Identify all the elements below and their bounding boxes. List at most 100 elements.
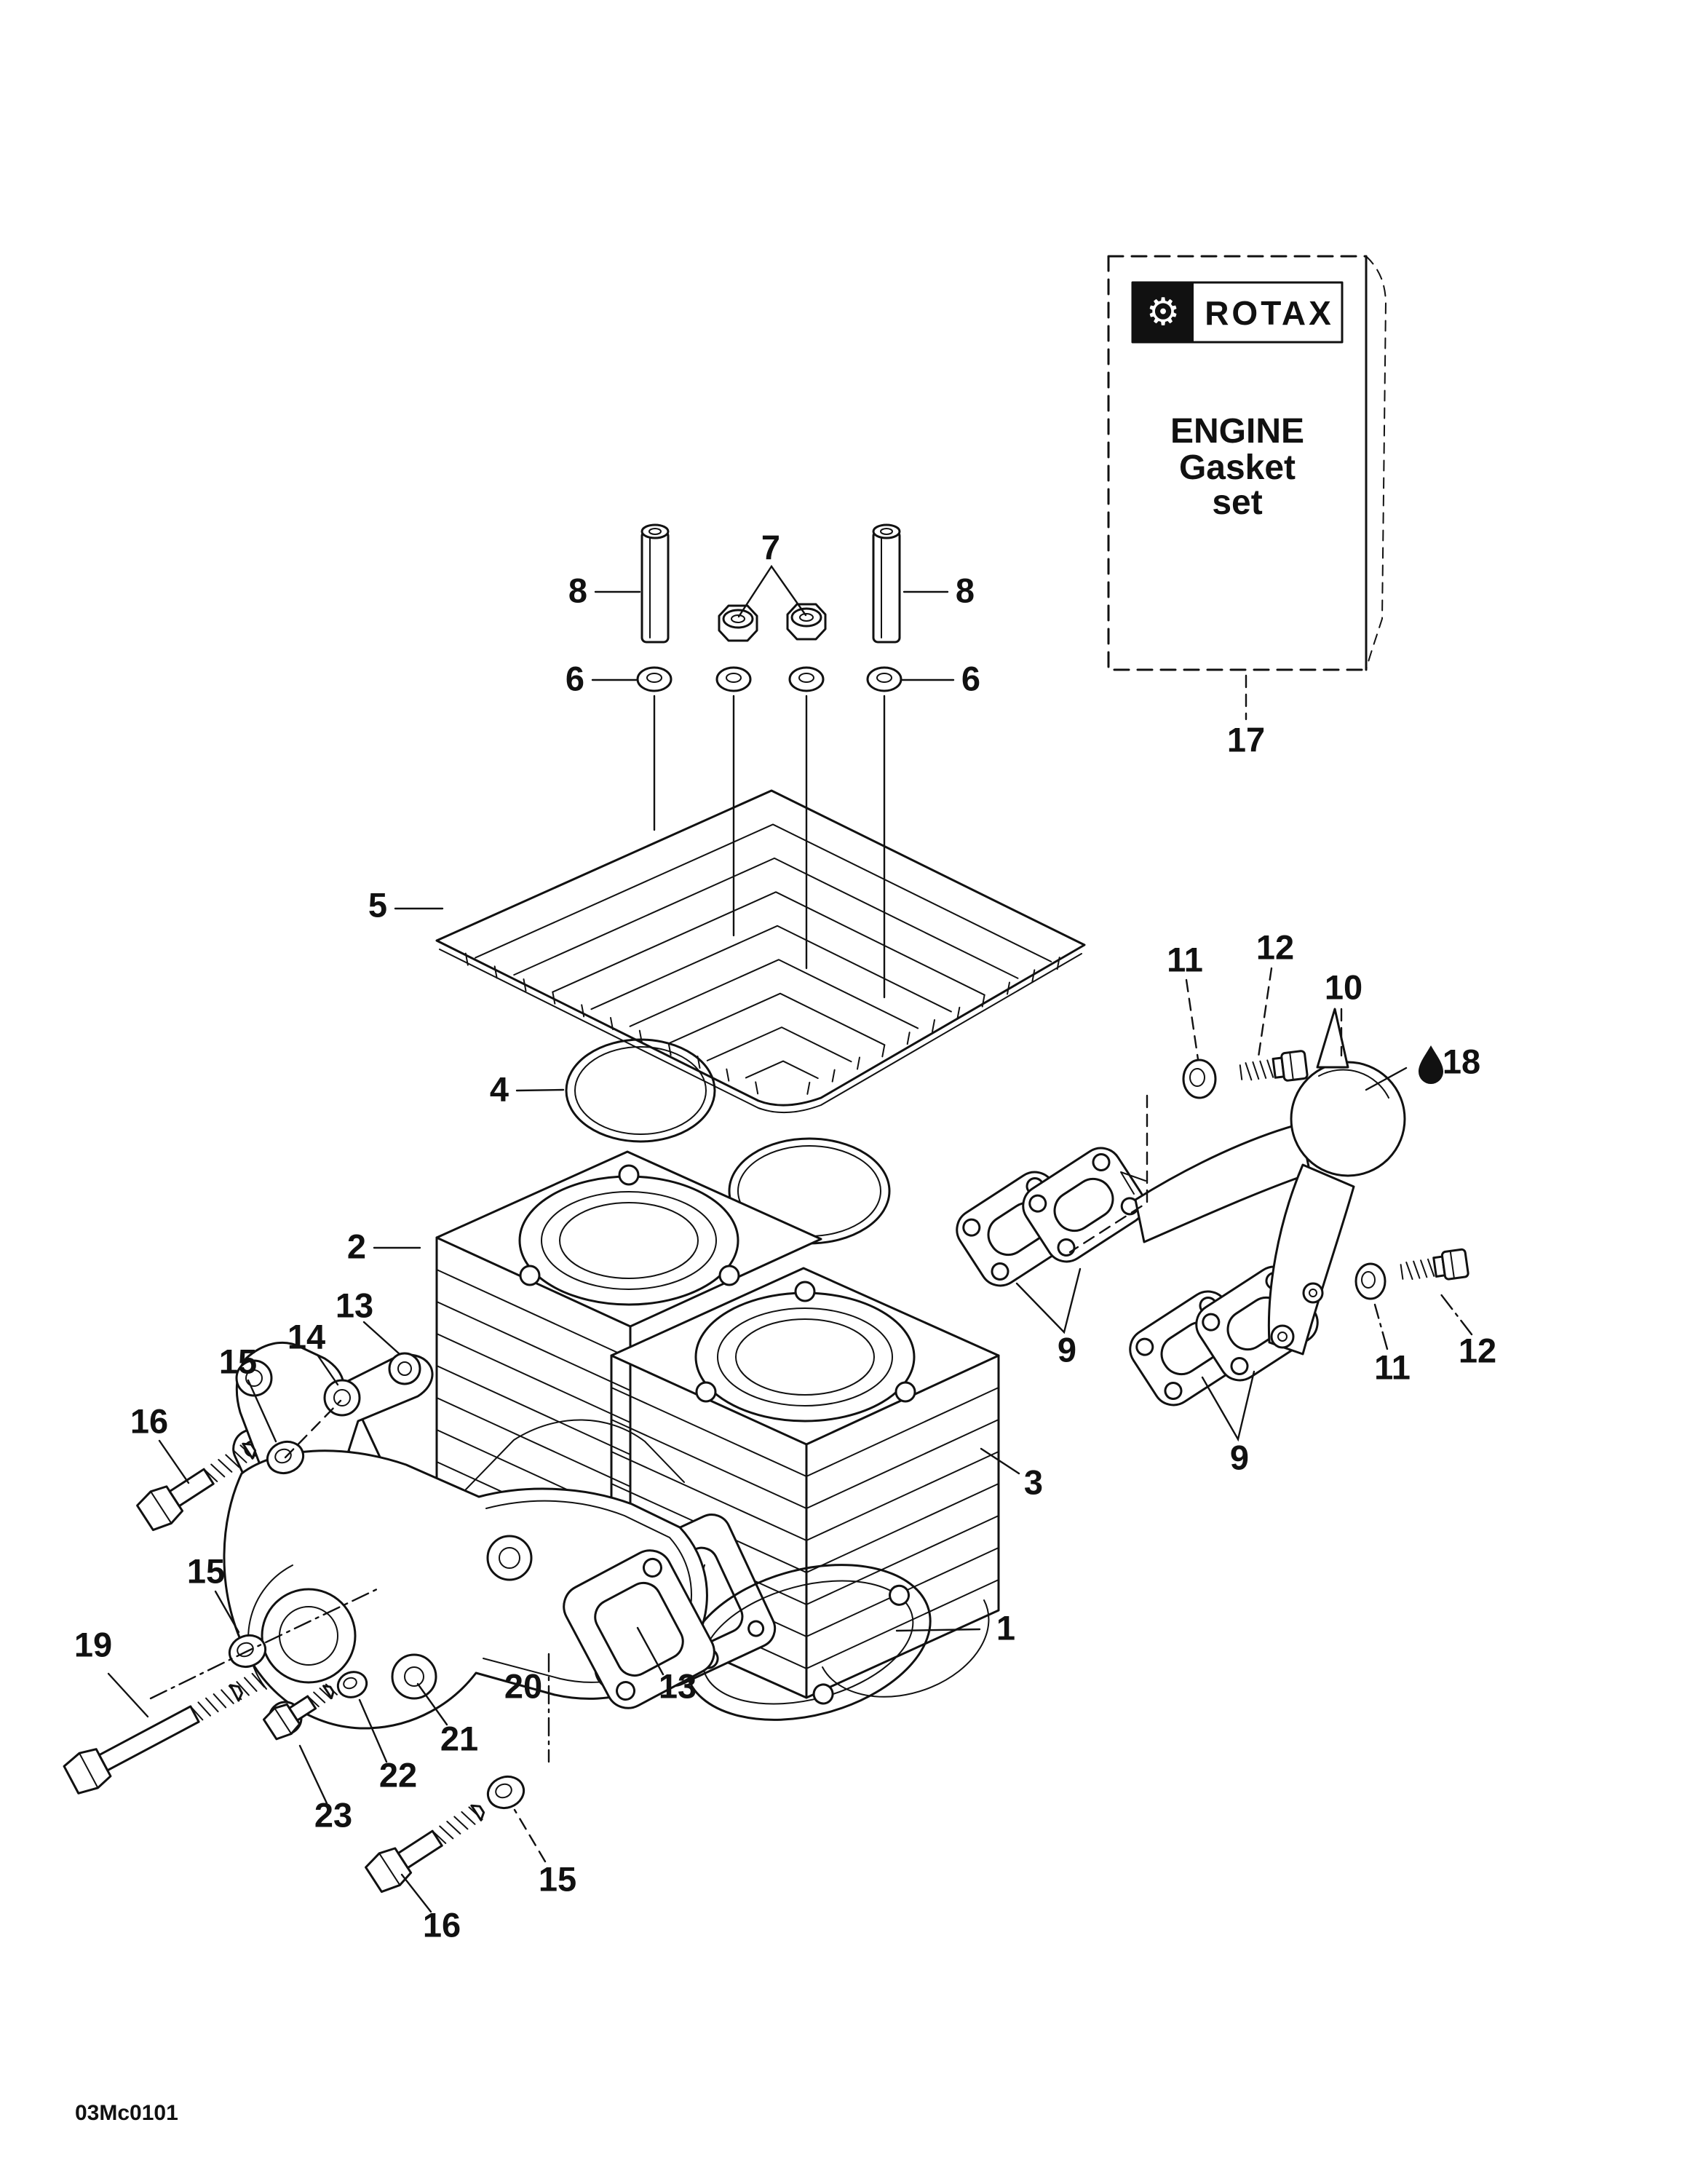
leader-line xyxy=(316,1353,339,1386)
callout-19: 19 xyxy=(74,1625,112,1663)
callout-9: 9 xyxy=(1058,1330,1076,1369)
callout-3: 3 xyxy=(1024,1463,1043,1501)
leader-line xyxy=(416,1682,448,1726)
callout-6: 6 xyxy=(961,659,980,697)
o-ring-4-left xyxy=(565,1038,716,1143)
leader-line xyxy=(1257,967,1273,1059)
washer-6-3 xyxy=(788,666,825,692)
hex-bolt-16-bottom xyxy=(365,1804,485,1894)
bracket-lug-14 xyxy=(323,1379,361,1417)
leader-lines xyxy=(107,564,1473,1913)
allen-bolt-12-top xyxy=(1239,1050,1309,1082)
leader-line xyxy=(362,1321,401,1356)
callout-16: 16 xyxy=(423,1905,461,1944)
gear-icon: ⚙ xyxy=(1146,291,1181,333)
hex-bolt-19-long xyxy=(63,1672,266,1795)
leader-line xyxy=(1015,1267,1082,1334)
leader-line xyxy=(1373,1303,1389,1350)
drawing-code: 03Mc0101 xyxy=(75,2101,178,2125)
leader-line xyxy=(980,1447,1020,1475)
leader-line xyxy=(1365,1067,1408,1091)
callout-9: 9 xyxy=(1230,1438,1249,1476)
bracket-lug-13 xyxy=(388,1352,421,1385)
allen-bolt-12-right xyxy=(1400,1248,1469,1281)
package-title-line2: Gasket xyxy=(1179,448,1296,487)
callout-11: 11 xyxy=(1167,940,1203,978)
callout-4: 4 xyxy=(490,1069,509,1108)
callout-12: 12 xyxy=(1256,927,1294,966)
leader-line xyxy=(515,1088,565,1092)
leader-line xyxy=(895,1628,981,1632)
callout-13: 13 xyxy=(336,1286,373,1324)
leader-line xyxy=(247,1379,277,1443)
washer-15-bottom xyxy=(486,1775,525,1810)
washer-6-4 xyxy=(866,666,903,692)
washer-11-right xyxy=(1354,1262,1387,1300)
exhaust-manifold xyxy=(1120,1008,1406,1356)
stud-8-left xyxy=(640,523,670,644)
bombardier-logo-block xyxy=(1132,282,1194,342)
callout-23: 23 xyxy=(314,1795,352,1834)
leader-line xyxy=(1068,1094,1149,1254)
callout-16: 16 xyxy=(130,1401,168,1440)
hex-bolt-16-top xyxy=(136,1442,257,1532)
washer-22 xyxy=(336,1671,368,1698)
gasket-set-package: ⚙ ROTAX ENGINE Gasket set xyxy=(1107,255,1387,671)
leader-line xyxy=(400,1873,432,1913)
callout-5: 5 xyxy=(368,885,387,924)
pump-lug-21 xyxy=(391,1653,437,1700)
cylinder-head xyxy=(435,789,1086,1114)
leader-line xyxy=(1201,1370,1255,1442)
package-brand: ROTAX xyxy=(1205,294,1334,332)
leader-line xyxy=(107,1672,149,1718)
callout-14: 14 xyxy=(287,1317,325,1356)
callout-10: 10 xyxy=(1325,968,1362,1006)
callout-20: 20 xyxy=(504,1666,542,1705)
callout-22: 22 xyxy=(379,1755,417,1794)
head-gasket-left xyxy=(518,1164,740,1306)
callout-18: 18 xyxy=(1443,1042,1480,1080)
callout-6: 6 xyxy=(566,659,584,697)
leader-line xyxy=(214,1590,240,1634)
callout-15: 15 xyxy=(219,1342,257,1380)
package-title-line3: set xyxy=(1212,483,1262,522)
leader-line xyxy=(1439,1292,1473,1336)
callout-12: 12 xyxy=(1459,1331,1496,1369)
leader-line xyxy=(149,1587,380,1700)
callout-17: 17 xyxy=(1227,720,1265,759)
callout-7: 7 xyxy=(761,528,780,566)
washer-6-2 xyxy=(715,666,752,692)
water-pump-housing-21 xyxy=(223,1419,708,1736)
hex-bolt-23 xyxy=(262,1683,338,1741)
callout-11: 11 xyxy=(1374,1348,1411,1386)
callout-13: 13 xyxy=(659,1666,697,1705)
leader-line xyxy=(1185,978,1199,1061)
hex-nut-7-right xyxy=(786,603,827,641)
callout-8: 8 xyxy=(956,571,975,609)
callout-15: 15 xyxy=(539,1859,576,1898)
manifold-port xyxy=(486,1535,533,1581)
pump-snout xyxy=(261,1588,357,1684)
leader-line xyxy=(284,1399,342,1459)
head-gasket-right xyxy=(694,1281,916,1423)
stud-8-right xyxy=(872,523,901,644)
washer-6-1 xyxy=(636,666,673,692)
cooling-fins xyxy=(464,823,1060,1095)
leader-line xyxy=(358,1698,388,1763)
leader-line xyxy=(513,1808,547,1863)
leader-line xyxy=(636,1626,665,1676)
callout-2: 2 xyxy=(347,1227,366,1265)
callout-15: 15 xyxy=(187,1551,225,1590)
oil-drop-icon xyxy=(1419,1045,1443,1084)
bracket-lug-14 xyxy=(235,1359,273,1397)
cylinder-skirt xyxy=(822,1599,990,1698)
intake-manifold-20-outline xyxy=(465,1419,685,1490)
hex-nut-7-left xyxy=(718,604,758,642)
callout-1: 1 xyxy=(996,1608,1015,1647)
leader-line xyxy=(298,1744,328,1805)
washer-11-top xyxy=(1182,1059,1217,1099)
callout-21: 21 xyxy=(440,1719,478,1757)
